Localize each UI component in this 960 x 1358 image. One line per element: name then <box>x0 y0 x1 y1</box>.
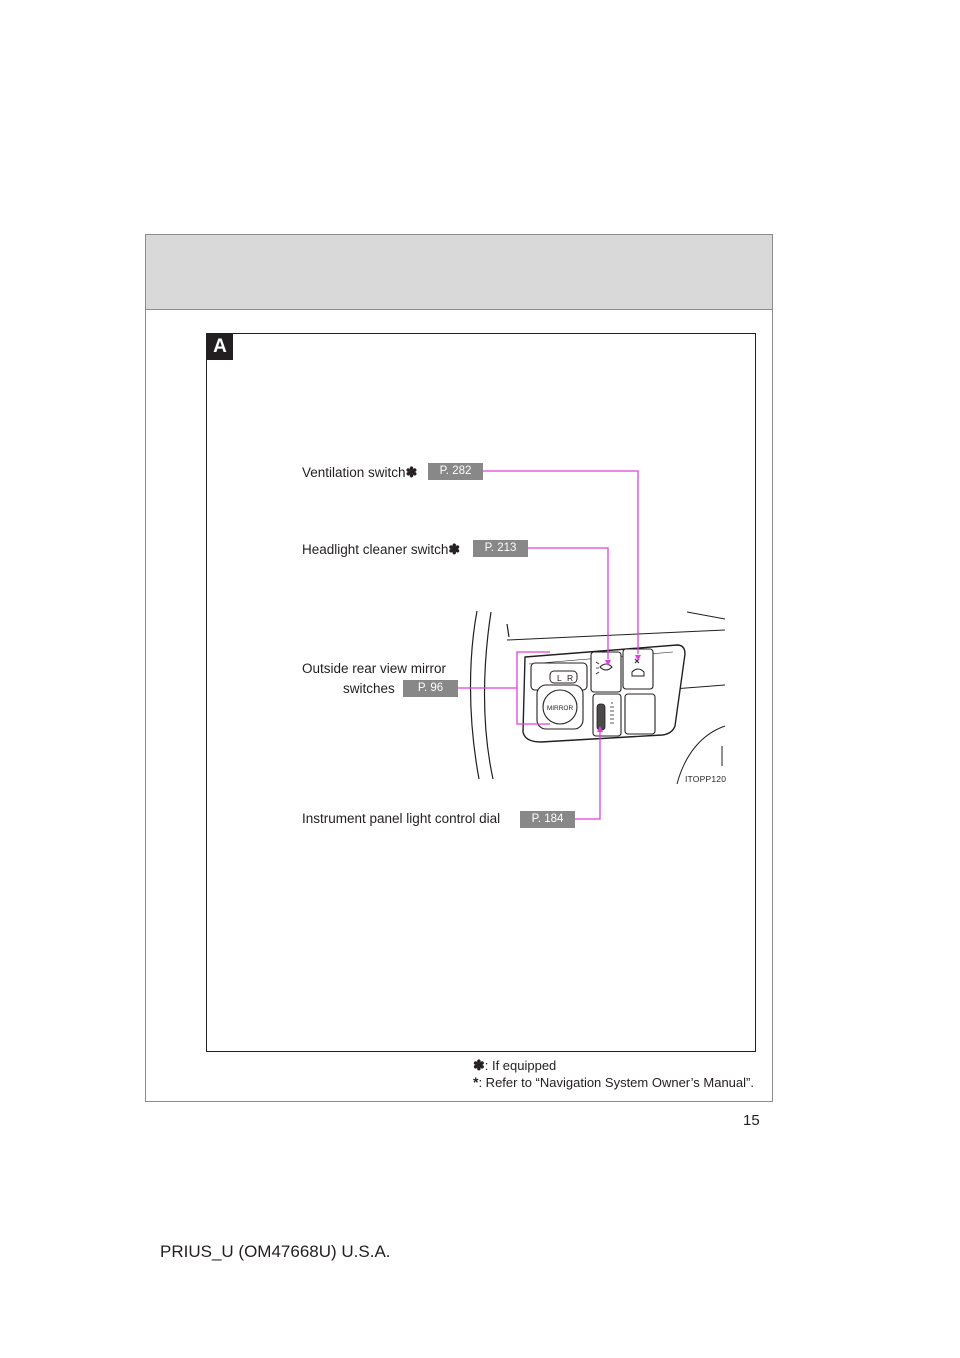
callout-ventilation-label: Ventilation switch <box>302 465 406 480</box>
mirror-r-label: R <box>567 673 573 683</box>
footnote-navigation-manual: *: Refer to “Navigation System Owner’s M… <box>473 1075 754 1090</box>
callout-instrument-panel-dial: Instrument panel light control dial <box>302 811 501 826</box>
if-equipped-marker: ✽ <box>448 541 461 557</box>
callout-ventilation: Ventilation switch✽ <box>302 464 417 481</box>
document-code: PRIUS_U (OM47668U) U.S.A. <box>160 1242 391 1261</box>
illustration-code: ITOPP120 <box>685 774 727 784</box>
page-ref-ventilation[interactable]: P. 282 <box>428 463 483 480</box>
footnote-marker: ✽ <box>473 1057 485 1073</box>
callout-outside-mirror-line1: Outside rear view mirror <box>302 661 447 676</box>
figure-box: A L R MIRROR <box>206 333 756 1052</box>
mirror-button-label: MIRROR <box>547 705 574 712</box>
switch-panel-illustration: L R MIRROR <box>458 470 726 820</box>
page-frame: A L R MIRROR <box>145 234 773 1102</box>
callout-headlight-cleaner-label: Headlight cleaner switch <box>302 542 449 557</box>
footnote-marker: * <box>473 1074 479 1090</box>
header-band <box>146 235 772 310</box>
callout-headlight-cleaner: Headlight cleaner switch✽ <box>302 541 460 558</box>
if-equipped-marker: ✽ <box>405 464 418 480</box>
callout-outside-mirror-line2: switches <box>343 681 395 696</box>
footnote-text: : If equipped <box>484 1058 557 1073</box>
page-ref-instrument-panel-dial[interactable]: P. 184 <box>520 811 575 828</box>
footnote-text: : Refer to “Navigation System Owner’s Ma… <box>478 1075 754 1090</box>
mirror-l-label: L <box>557 673 562 683</box>
section-tab: A <box>207 334 233 360</box>
page-ref-outside-mirror[interactable]: P. 96 <box>403 680 458 697</box>
page-ref-headlight-cleaner[interactable]: P. 213 <box>473 540 528 557</box>
page-number: 15 <box>743 1112 760 1129</box>
footnote-if-equipped: ✽: If equipped <box>473 1058 556 1073</box>
